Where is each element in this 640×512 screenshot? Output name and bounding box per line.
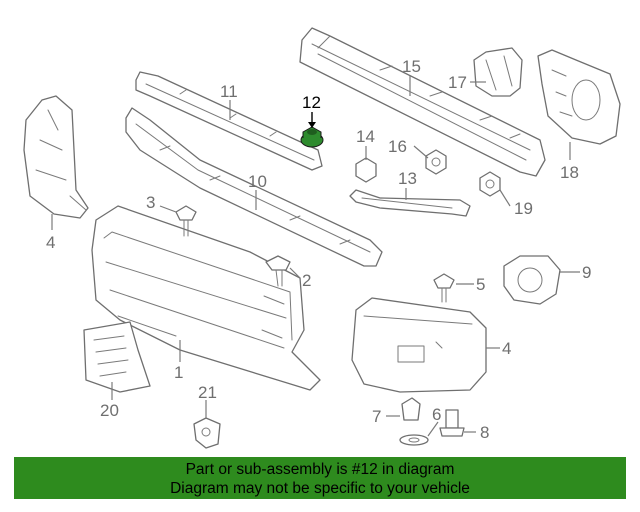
part-20-license-bracket[interactable] bbox=[83, 321, 151, 393]
callout-17: 17 bbox=[448, 73, 467, 92]
callout-19: 19 bbox=[514, 199, 533, 218]
callout-4-right: 4 bbox=[502, 339, 511, 358]
callout-3: 3 bbox=[146, 193, 155, 212]
banner-line-2: Diagram may not be specific to your vehi… bbox=[170, 480, 470, 497]
leader-6 bbox=[427, 421, 439, 437]
part-7-bolt[interactable] bbox=[401, 397, 421, 421]
callout-11: 11 bbox=[220, 82, 238, 101]
callout-1: 1 bbox=[174, 363, 183, 382]
part-10-retainer[interactable] bbox=[125, 107, 383, 267]
callout-18: 18 bbox=[560, 163, 579, 182]
leader-16 bbox=[413, 145, 429, 159]
callout-8: 8 bbox=[480, 423, 489, 442]
part-14-nut[interactable] bbox=[355, 157, 377, 183]
parts-diagram: 12 11 10 15 17 18 14 16 13 19 3 4 2 1 5 … bbox=[23, 27, 621, 449]
callout-6: 6 bbox=[432, 405, 441, 424]
callout-4-left: 4 bbox=[46, 233, 55, 252]
part-12-nut[interactable] bbox=[300, 126, 324, 148]
part-11-retainer[interactable] bbox=[135, 71, 323, 171]
part-8-bolt[interactable] bbox=[439, 409, 465, 437]
part-1-bumper-cover[interactable] bbox=[91, 205, 321, 391]
part-2-bolt[interactable] bbox=[265, 255, 291, 287]
part-4-left-bracket[interactable] bbox=[23, 95, 89, 219]
callout-labels: 12 11 10 15 17 18 14 16 13 19 3 4 2 1 5 … bbox=[46, 57, 591, 442]
leader-3 bbox=[159, 205, 177, 213]
callout-5: 5 bbox=[476, 275, 485, 294]
callout-21: 21 bbox=[198, 383, 217, 402]
part-18-bracket[interactable] bbox=[537, 49, 621, 145]
info-banner: Part or sub-assembly is #12 in diagram D… bbox=[14, 457, 626, 499]
callout-20: 20 bbox=[100, 401, 119, 420]
part-3-bolt[interactable] bbox=[175, 205, 197, 237]
leader-lines bbox=[51, 76, 580, 437]
callout-7: 7 bbox=[372, 407, 381, 426]
part-6-washer[interactable] bbox=[399, 434, 429, 446]
part-21-clip[interactable] bbox=[193, 417, 221, 449]
callout-9: 9 bbox=[582, 263, 591, 282]
part-16-nut[interactable] bbox=[425, 149, 447, 175]
callout-10: 10 bbox=[248, 172, 267, 191]
part-13-retainer[interactable] bbox=[349, 189, 471, 217]
part-9-fog-bezel[interactable] bbox=[503, 255, 561, 305]
callout-14: 14 bbox=[356, 127, 375, 146]
callout-15: 15 bbox=[402, 57, 421, 76]
leader-12-arrowhead bbox=[308, 122, 316, 128]
part-4-bumper-end[interactable] bbox=[351, 297, 487, 393]
banner-line-1: Part or sub-assembly is #12 in diagram bbox=[185, 461, 455, 478]
callout-2: 2 bbox=[302, 271, 311, 290]
callout-16: 16 bbox=[388, 137, 407, 156]
part-15-reinforcement[interactable] bbox=[299, 27, 546, 177]
part-19-nut[interactable] bbox=[479, 171, 501, 197]
leader-2 bbox=[289, 267, 301, 279]
leader-19 bbox=[499, 189, 511, 207]
callout-13: 13 bbox=[398, 169, 417, 188]
callout-12: 12 bbox=[302, 93, 321, 112]
part-17-bracket[interactable] bbox=[473, 47, 523, 97]
part-5-bolt[interactable] bbox=[433, 273, 455, 303]
